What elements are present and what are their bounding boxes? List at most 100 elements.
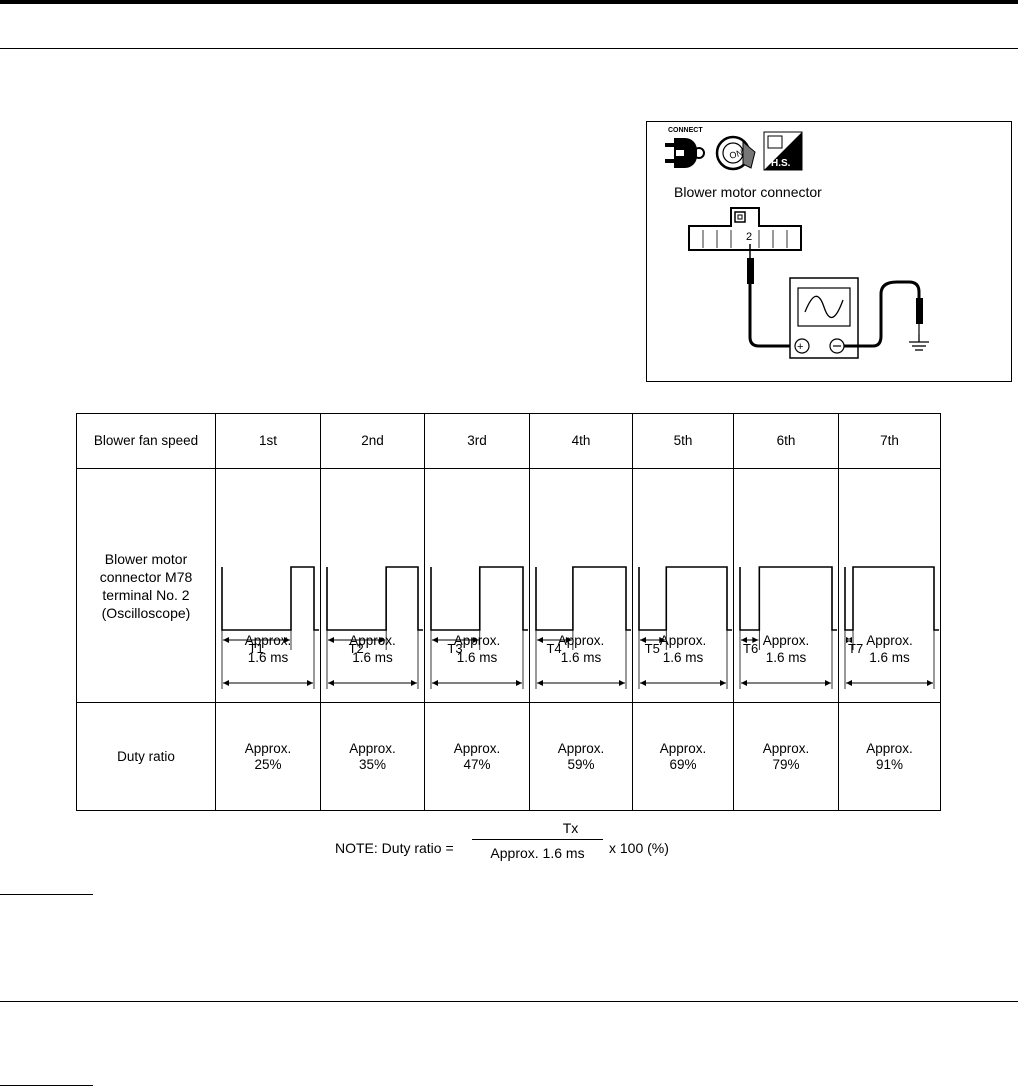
waveform-cell: T6 Approx. 1.6 ms [733,468,839,703]
connector-diagram: ON H.S. [665,131,929,359]
positive-probe [747,244,795,348]
period-label: Approx. [557,633,605,648]
waveform-trace [535,566,631,631]
table-header-row: Blower fan speed 1st 2nd 3rd 4th 5th 6th… [76,413,941,469]
waveform-cell: T7 Approx. 1.6 ms [838,468,941,703]
duty-prefix: Approx. [866,740,913,756]
period-label: Approx. [244,633,292,648]
tx-arrowheads [846,637,853,643]
speed-header: 5th [632,413,734,469]
period-value: 1.6 ms [869,650,910,665]
formula-denominator: Approx. 1.6 ms [490,845,585,861]
waveform-trace [638,566,732,631]
period-label: Approx. [453,633,501,648]
duty-cell: Approx.25% [215,702,321,811]
pwm-waveform [739,566,837,689]
period-value: 1.6 ms [765,650,807,665]
connector-body [688,207,802,251]
duty-prefix: Approx. [244,740,292,756]
t-label: T7 [848,641,864,656]
tx-arrowheads [741,637,759,643]
top-border-rule [0,0,1018,4]
duty-percent: 69% [669,756,697,772]
waveform-trace [221,566,319,631]
duty-percent: 35% [358,756,387,772]
waveform-label-line: Blower motor [104,551,188,567]
note-lead: NOTE: Duty ratio = [335,840,454,856]
t-label: T1 [248,641,264,656]
waveform-cell: T3 Approx. 1.6 ms [424,468,530,703]
duty-percent: 91% [875,756,904,772]
waveform-trace [739,566,837,631]
duty-prefix: Approx. [762,740,810,756]
duty-prefix: Approx. [349,740,396,756]
svg-text:ON: ON [728,148,744,161]
period-label: Approx. [659,633,707,648]
period-value: 1.6 ms [456,650,498,665]
pwm-waveform [638,566,732,689]
svg-text:+: + [797,341,803,353]
duty-percent: 79% [772,756,800,772]
period-value: 1.6 ms [352,650,393,665]
duty-percent: 47% [463,756,491,772]
t-label: T3 [447,641,463,656]
period-label: Approx. [866,633,913,648]
header-label-cell: Blower fan speed [76,413,216,469]
waveform-label-line: connector M78 [99,569,193,585]
waveform-label-line: terminal No. 2 [102,587,190,603]
section-underline-2 [0,1085,93,1086]
connector-caption: Blower motor connector [674,184,822,200]
fraction-bar [472,839,603,840]
period-value: 1.6 ms [662,650,704,665]
duty-cell: Approx.69% [632,702,734,811]
section-divider [0,1001,1018,1002]
duty-ratio-table: Blower fan speed 1st 2nd 3rd 4th 5th 6th… [76,413,941,811]
ground-probe [844,280,923,348]
waveform-cell: T2 Approx. 1.6 ms [320,468,425,703]
tx-arrowheads [328,637,386,643]
duty-prefix: Approx. [453,740,501,756]
pwm-waveform [844,566,939,689]
waveform-cell: T4 Approx.1.6 ms [529,468,633,703]
oscilloscope-icon: + [789,277,859,359]
period-label: Approx. [349,633,396,648]
connect-icon [665,138,705,168]
connect-icon-label: CONNECT [668,127,703,134]
t-label: T6 [743,641,759,656]
period-value: 1.6 ms [560,650,602,665]
duty-cell: Approx.35% [320,702,425,811]
waveform-row: Blower motor connector M78 terminal No. … [76,468,941,703]
t-label: T5 [644,641,660,656]
speed-header: 1st [215,413,321,469]
duty-prefix: Approx. [659,740,707,756]
duty-ratio-row: Duty ratio Approx.25% Approx.35% Approx.… [76,702,941,811]
connector-figure: ON H.S. [646,121,1012,382]
waveform-label-line: (Oscilloscope) [101,605,191,621]
pwm-waveform [326,566,423,689]
waveform-trace [326,566,423,631]
waveform-cell: T5 Approx. 1.6 ms [632,468,734,703]
formula-tail: x 100 (%) [609,840,669,856]
t-label: T2 [348,641,364,656]
speed-header: 2nd [320,413,425,469]
speed-header: 7th [838,413,941,469]
duty-cell: Approx.47% [424,702,530,811]
pwm-waveform [221,566,319,689]
period-label: Approx. [762,633,810,648]
formula-numerator: Tx [562,820,579,836]
speed-header: 3rd [424,413,530,469]
ground-symbol-icon [909,334,929,351]
svg-text:H.S.: H.S. [771,158,791,169]
speed-header: 4th [529,413,633,469]
pwm-waveform [430,566,528,689]
waveform-cell: T1 Approx.1.6 ms [215,468,321,703]
harness-service-icon: H.S. [763,131,803,171]
duty-percent: 25% [254,756,282,772]
duty-label-cell: Duty ratio [76,702,216,811]
duty-cell: Approx.59% [529,702,633,811]
pin-number-label: 2 [746,231,753,243]
tx-arrowheads [640,637,666,643]
waveform-trace [844,566,939,631]
duty-cell: Approx.79% [733,702,839,811]
duty-percent: 59% [567,756,595,772]
